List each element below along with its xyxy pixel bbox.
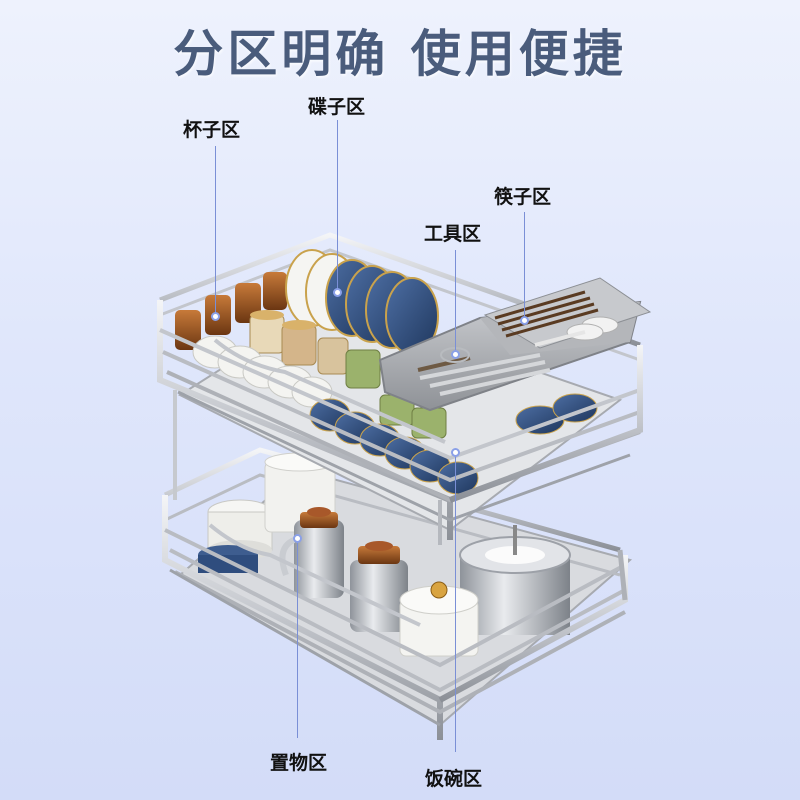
leader-storage-zone <box>297 538 298 738</box>
leader-cup-zone <box>215 146 216 316</box>
label-tool-zone: 工具区 <box>424 223 482 245</box>
headline: 分区明确 使用便捷 <box>173 25 627 83</box>
dot-tool-zone <box>451 350 460 359</box>
forks-and-knives <box>417 347 551 396</box>
dot-chopsticks-zone <box>520 316 529 325</box>
white-bowl-stack <box>198 499 273 573</box>
lidded-bowl <box>399 581 479 657</box>
leader-chopsticks-zone <box>524 212 525 320</box>
label-bowl-zone: 饭碗区 <box>425 768 483 790</box>
dot-bowl-zone <box>451 448 460 457</box>
upper-basket <box>157 232 652 545</box>
dot-storage-zone <box>293 534 302 543</box>
dot-plate-zone <box>333 288 342 297</box>
label-storage-zone: 置物区 <box>270 752 328 774</box>
label-chopsticks-zone: 筷子区 <box>494 186 552 208</box>
label-cup-zone: 杯子区 <box>183 119 241 141</box>
leader-plate-zone <box>337 120 338 292</box>
leader-tool-zone <box>455 250 456 354</box>
chopsticks <box>494 290 599 338</box>
spoons <box>534 316 619 347</box>
amber-pitcher-right <box>350 541 408 632</box>
leader-bowl-zone <box>455 452 456 752</box>
dot-cup-zone <box>211 312 220 321</box>
lower-basket <box>162 447 633 740</box>
amber-pitcher-left <box>279 507 344 598</box>
label-plate-zone: 碟子区 <box>308 96 366 118</box>
plate-rack <box>285 249 439 355</box>
cutlery-tray <box>378 277 652 412</box>
